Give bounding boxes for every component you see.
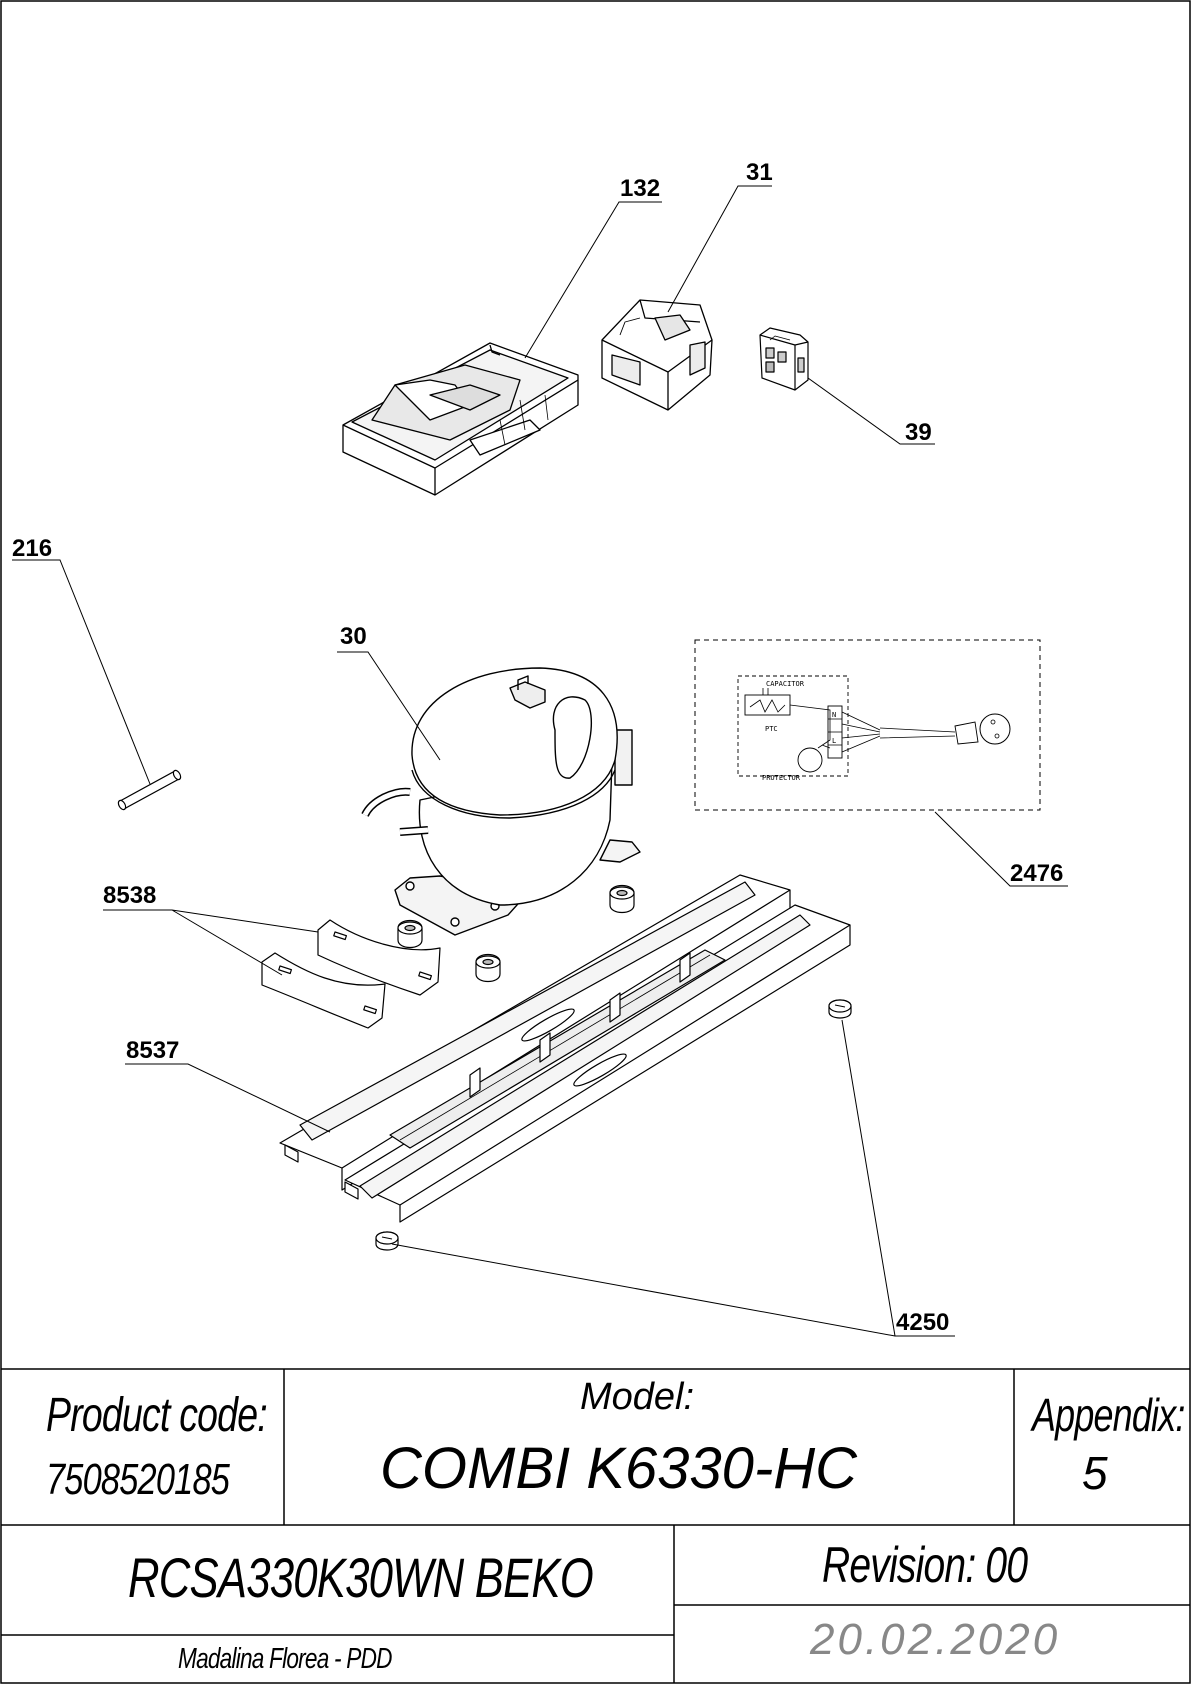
part-132-cover-box (342, 342, 579, 496)
product-code-label: Product code: (46, 1389, 268, 1442)
revision-label: Revision: 00 (822, 1537, 1028, 1593)
callout-8537: 8537 (126, 1037, 179, 1064)
appendix-value: 5 (1082, 1447, 1108, 1499)
part-31-relay-cover (601, 299, 713, 411)
schematic-l-label: L (832, 737, 836, 745)
callout-2476: 2476 (1010, 860, 1063, 887)
appendix-label: Appendix: (1032, 1389, 1185, 1441)
schematic-n-label: N (832, 711, 836, 719)
callout-30: 30 (340, 623, 367, 650)
part-30-compressor (361, 667, 641, 936)
revision-date: 20.02.2020 (810, 1615, 1061, 1664)
schematic-capacitor-label: CAPACITOR (766, 680, 805, 688)
title-block-grid (1, 1368, 1190, 1683)
callout-8538: 8538 (103, 882, 156, 909)
model-label: Model: (580, 1376, 695, 1418)
callout-39: 39 (905, 419, 932, 446)
model-value: COMBI K6330-HC (380, 1436, 858, 1501)
part-216-tube (117, 769, 182, 811)
variant-name: RCSA330K30WN BEKO (128, 1546, 594, 1609)
grommets (397, 884, 635, 983)
part-8537-base-rails (279, 874, 851, 1223)
schematic-ptc-label: PTC (765, 725, 778, 733)
callout-132: 132 (620, 175, 660, 202)
part-2476-wiring-schematic (694, 639, 1041, 811)
callout-216: 216 (12, 535, 52, 562)
callout-4250: 4250 (896, 1309, 949, 1336)
part-8538-brackets (261, 919, 441, 1029)
product-code-value: 7508520185 (46, 1455, 230, 1504)
callout-31: 31 (746, 159, 773, 186)
part-39-ptc-relay (759, 327, 809, 391)
leader-lines (12, 185, 1068, 1337)
part-4250-nuts (375, 999, 852, 1251)
schematic-protector-label: PROTECTOR (762, 774, 801, 782)
author-name: Madalina Florea - PDD (178, 1643, 392, 1675)
